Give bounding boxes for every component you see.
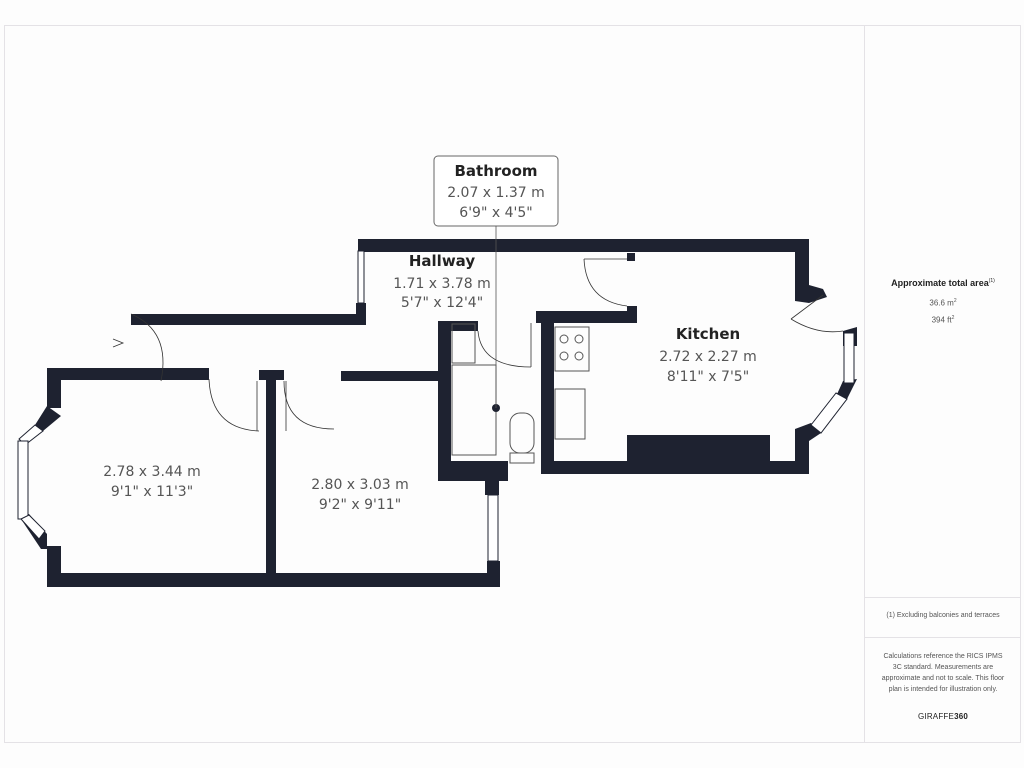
kitchen-name: Kitchen <box>676 325 740 343</box>
hob <box>554 326 590 372</box>
area-m2: 36.6 m2 <box>929 298 957 308</box>
info-sidebar: Approximate total area(1) 36.6 m2 394 ft… <box>864 26 1021 742</box>
sidebar-divider <box>865 597 1021 598</box>
sink <box>554 388 586 440</box>
total-area-title: Approximate total area(1) <box>891 278 995 288</box>
floorplan-drawing: Bathroom 2.07 x 1.37 m 6'9" x 4'5" Hallw… <box>5 26 865 742</box>
disclaimer: Calculations reference the RICS IPMS 3C … <box>881 653 1005 693</box>
bathroom-metric: 2.07 x 1.37 m <box>447 185 545 201</box>
floorplan-frame: Bathroom 2.07 x 1.37 m 6'9" x 4'5" Hallw… <box>4 25 1021 743</box>
kitchen-metric: 2.72 x 2.27 m <box>659 349 757 365</box>
fixtures <box>451 323 590 464</box>
floorplan-svg: Bathroom 2.07 x 1.37 m 6'9" x 4'5" Hallw… <box>17 155 857 587</box>
bathroom-name: Bathroom <box>454 162 537 180</box>
hallway-name: Hallway <box>409 252 475 270</box>
brand-logo: GIRAFFE360 <box>917 712 969 721</box>
doors <box>112 258 844 432</box>
walls <box>19 239 857 587</box>
bedroom-1-metric: 2.78 x 3.44 m <box>103 464 201 480</box>
total-area-block: Approximate total area(1) 36.6 m2 394 ft… <box>865 278 1021 327</box>
footnote: (1) Excluding balconies and terraces <box>886 612 1000 619</box>
bathroom-imperial: 6'9" x 4'5" <box>459 205 532 221</box>
total-area-values: 36.6 m2 394 ft2 <box>865 294 1021 327</box>
bedroom-2-imperial: 9'2" x 9'11" <box>319 497 401 513</box>
bedroom-1-imperial: 9'1" x 11'3" <box>111 484 193 500</box>
kitchen-imperial: 8'11" x 7'5" <box>667 369 749 385</box>
hallway-metric: 1.71 x 3.78 m <box>393 276 491 292</box>
bedroom-2-metric: 2.80 x 3.03 m <box>311 477 409 493</box>
bathtub <box>451 364 497 456</box>
windows <box>17 250 855 562</box>
area-ft2: 394 ft2 <box>931 314 955 325</box>
hallway-imperial: 5'7" x 12'4" <box>401 295 483 311</box>
sidebar-divider <box>865 637 1021 638</box>
toilet <box>509 412 535 454</box>
basin <box>451 323 476 364</box>
